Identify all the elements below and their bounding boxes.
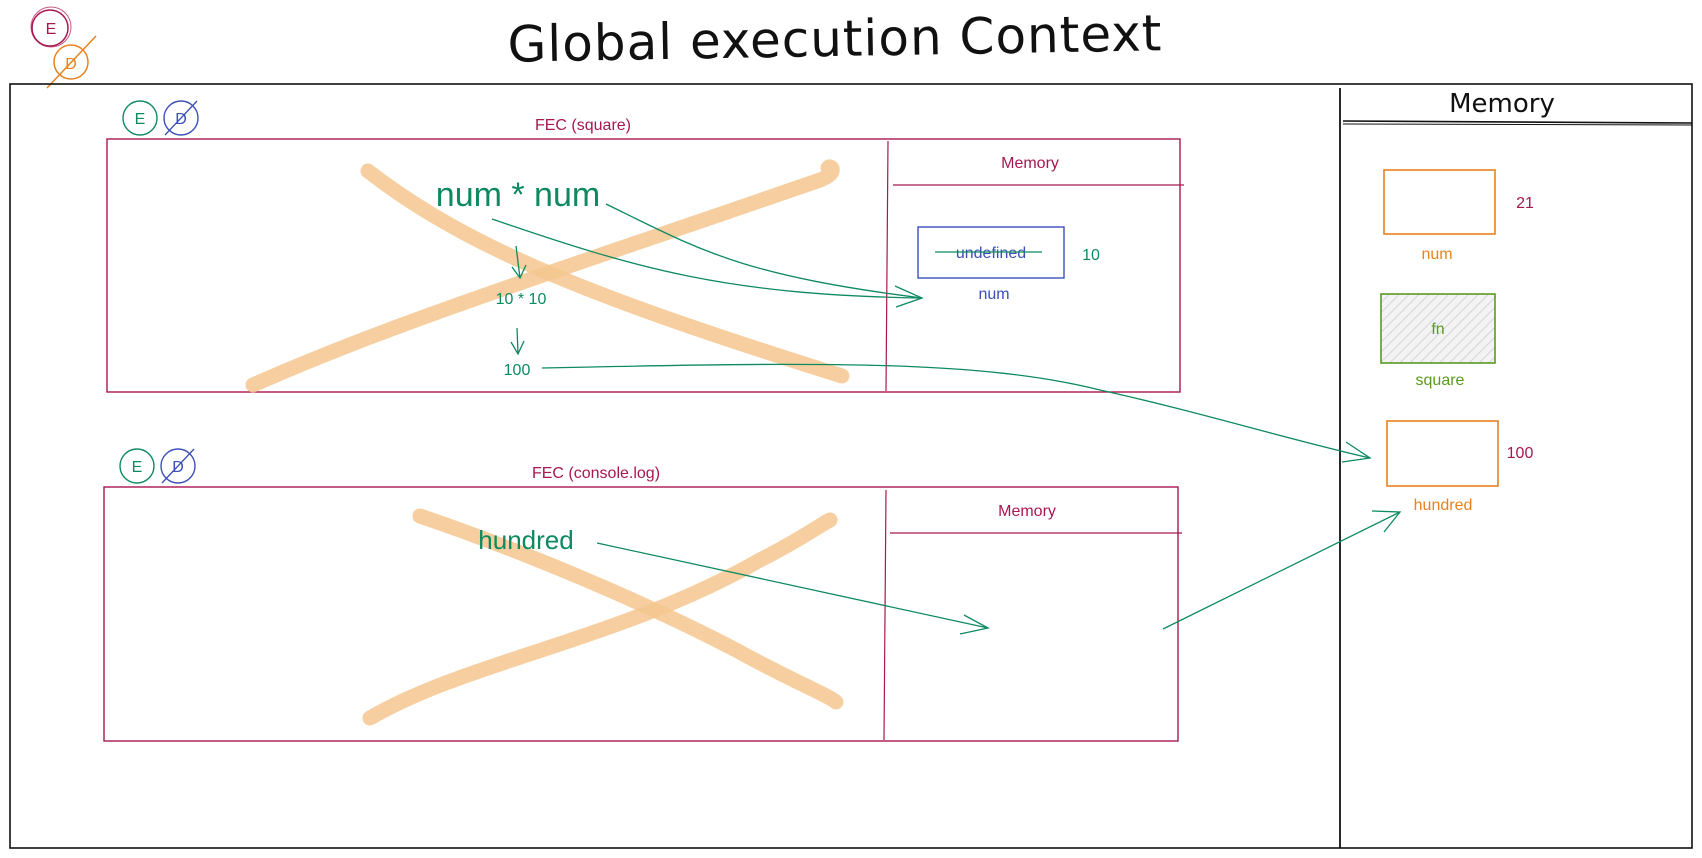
- fec-log-expression: hundred: [478, 525, 573, 555]
- fec-log-arrow-hundred: [596, 542, 989, 629]
- global-delete-badge: [53, 44, 89, 80]
- fec-square-delete-badge: [163, 100, 199, 136]
- memory-cell-hundred: [1386, 420, 1499, 487]
- fec-square-memory-old-value: undefined: [956, 245, 1026, 262]
- page-title: Global execution Context: [507, 4, 1163, 73]
- fec-log-delete-badge: [160, 448, 196, 484]
- lookup-arrow-hundred-head: [1371, 510, 1402, 533]
- fec-square-step-arrow-2: [516, 327, 519, 354]
- fec-log: E D FEC (console.log) Memory hundred: [103, 448, 1182, 742]
- return-arrow-100-head: [1341, 441, 1372, 463]
- fec-log-execute-badge: [119, 448, 155, 484]
- global-memory-header-rule: [1342, 120, 1693, 124]
- fec-log-frame: [103, 486, 1179, 742]
- memory-cell-num: [1383, 169, 1496, 235]
- fec-log-execute-label: E: [132, 459, 143, 476]
- global-memory-header-rule-2: [1342, 123, 1693, 126]
- fec-square-cross-out-stroke-2: [245, 159, 840, 393]
- fec-square-step-2: 100: [504, 362, 531, 379]
- fec-log-label: FEC (console.log): [532, 465, 660, 482]
- lookup-arrow-hundred: [1162, 511, 1401, 630]
- fec-square-memory-header: Memory: [1001, 155, 1059, 172]
- memory-cell-square-value: fn: [1431, 321, 1444, 338]
- fec-square-arrow-num-2: [491, 218, 923, 299]
- fec-square-delete-label: D: [175, 111, 187, 128]
- memory-cell-num-value: 21: [1516, 195, 1534, 212]
- fec-square-memory-var-name: num: [978, 286, 1009, 303]
- fec-log-memory-header: Memory: [998, 503, 1056, 520]
- global-badges: E D: [30, 6, 97, 89]
- fec-square-arrow-num-1: [605, 203, 923, 299]
- return-arrow-100: [541, 363, 1371, 459]
- global-memory-header: Memory: [1449, 89, 1555, 119]
- fec-log-delete-label: D: [172, 459, 184, 476]
- fec-square-delete-strike: [164, 100, 198, 136]
- fec-log-delete-strike: [161, 448, 195, 484]
- fec-square-frame: [106, 138, 1181, 393]
- memory-cell-hundred-name: hundred: [1414, 497, 1473, 514]
- fec-square-expression: num * num: [436, 176, 600, 214]
- global-context-frame: [9, 83, 1693, 849]
- fec-square-step-1: 10 * 10: [496, 291, 547, 308]
- fec-log-cross-out-stroke-2: [362, 512, 838, 726]
- global-execute-badge: [31, 9, 69, 47]
- memory-cell-square-name: square: [1416, 372, 1465, 389]
- global-execute-badge-stroke: [30, 6, 72, 48]
- fec-log-arrow-hundred-head: [959, 614, 990, 635]
- global-delete-strike: [46, 35, 97, 89]
- memory-cell-square: [1380, 293, 1496, 364]
- global-execute-label: E: [46, 21, 57, 38]
- fec-square-step-arrow-1-head: [511, 264, 527, 280]
- fec-square-arrow-num-head: [894, 285, 924, 308]
- fec-log-cross-out-stroke-1: [412, 508, 844, 710]
- fec-square: E D FEC (square) Memory num * num 10 * 1…: [106, 100, 1184, 393]
- fec-square-step-arrow-2-head: [510, 340, 525, 356]
- memory-cell-num-name: num: [1421, 246, 1452, 263]
- fec-square-step-arrow-1: [515, 245, 521, 279]
- memory-cell-hundred-value: 100: [1507, 445, 1534, 462]
- fec-square-execute-label: E: [135, 111, 146, 128]
- fec-square-execute-badge: [122, 100, 158, 136]
- fec-square-memory-new-value: 10: [1082, 247, 1100, 264]
- fec-square-memory-cell: [917, 226, 1065, 279]
- fec-square-memory-divider: [885, 140, 889, 392]
- global-delete-label: D: [65, 56, 77, 73]
- fec-log-memory-divider: [883, 489, 887, 741]
- fec-square-label: FEC (square): [535, 117, 631, 134]
